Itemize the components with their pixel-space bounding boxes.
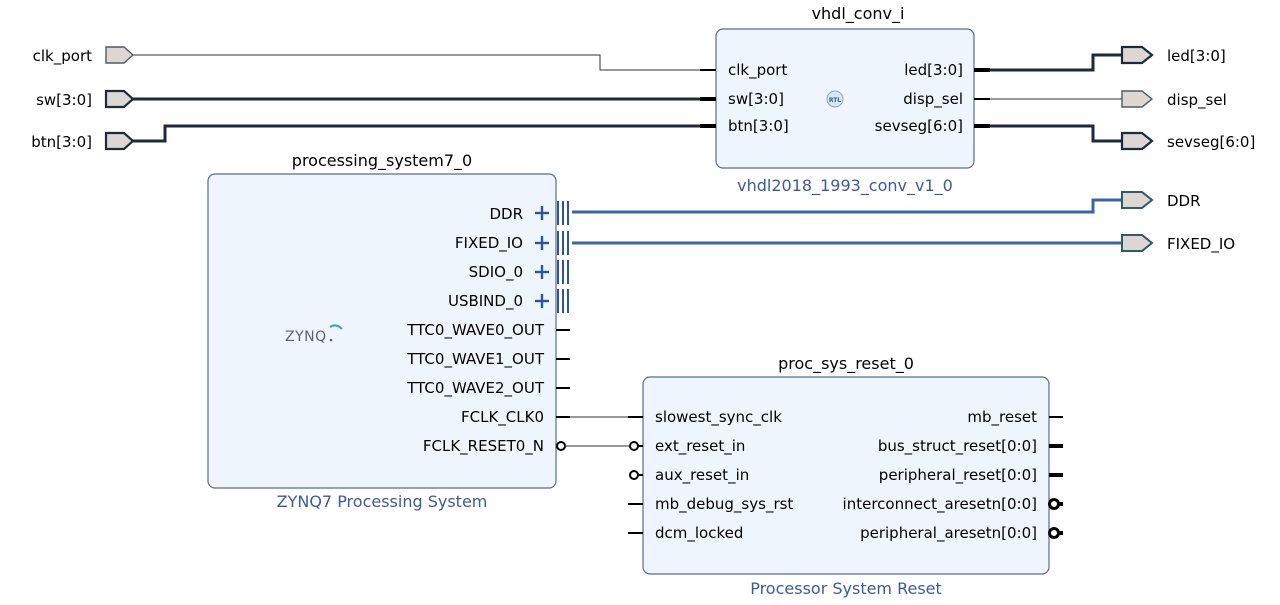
ps7-pin-label: SDIO_0: [469, 263, 523, 282]
input-port-sw[interactable]: [104, 89, 135, 109]
vhdl-out-label: led[3:0]: [904, 61, 963, 79]
external-outputs: led[3:0] disp_sel sevseg[6:0] DDR FIXED_…: [1120, 45, 1255, 254]
wire-clk-port[interactable]: [133, 54, 700, 71]
ps7-pin-label: USBIND_0: [448, 292, 523, 311]
output-port-ddr[interactable]: [1121, 191, 1154, 209]
ps7-pin-label: FIXED_IO: [455, 234, 523, 253]
ddr-port-label: DDR: [1167, 192, 1201, 210]
sevseg-label: sevseg[6:0]: [1167, 133, 1255, 151]
ps7-pin-label: DDR: [489, 205, 523, 223]
wire-led[interactable]: [990, 53, 1122, 72]
reset-in-label: aux_reset_in: [655, 466, 749, 485]
expand-plus-icon[interactable]: [535, 265, 549, 279]
rtl-badge-text: RTL: [829, 97, 841, 104]
wire-sevseg[interactable]: [990, 124, 1122, 143]
wire-btn[interactable]: [133, 124, 700, 143]
vhdl-conv-block[interactable]: vhdl_conv_i vhdl2018_1993_conv_v1_0 clk_…: [700, 4, 990, 196]
output-port-disp-sel[interactable]: [1121, 90, 1154, 108]
expand-plus-icon[interactable]: [535, 294, 549, 308]
reset-out-label: peripheral_aresetn[0:0]: [860, 524, 1037, 543]
sw-label: sw[3:0]: [36, 91, 92, 109]
ps7-ddr-interface[interactable]: DDR: [489, 201, 569, 225]
vhdl-in-label: clk_port: [728, 61, 787, 80]
ps7-pin-label: TTC0_WAVE1_OUT: [406, 350, 545, 369]
ps7-pin-label: FCLK_RESET0_N: [423, 437, 544, 456]
ps7-pin-label: TTC0_WAVE2_OUT: [406, 379, 545, 398]
reset-out-label: bus_struct_reset[0:0]: [878, 437, 1037, 456]
output-port-fixed-io[interactable]: [1121, 234, 1154, 252]
zynq-logo-text: ZYNQ: [285, 329, 327, 345]
rtl-badge-icon: RTL: [826, 90, 844, 108]
reset-in-label: ext_reset_in: [655, 437, 745, 456]
vhdl-in-label: btn[3:0]: [728, 117, 789, 135]
reset-ip-name: Processor System Reset: [750, 579, 942, 598]
pin-fclk-reset0-n[interactable]: [556, 441, 566, 451]
ps7-fixed-io-interface[interactable]: FIXED_IO: [455, 231, 569, 255]
external-inputs: clk_port sw[3:0] btn[3:0]: [31, 46, 135, 151]
vhdl-conv-instance-name: vhdl_conv_i: [812, 4, 905, 24]
output-port-led[interactable]: [1120, 45, 1154, 65]
ps7-block[interactable]: processing_system7_0 ZYNQ7 Processing Sy…: [207, 151, 570, 511]
ps7-usbind-interface[interactable]: USBIND_0: [448, 289, 569, 313]
reset-out-label: mb_reset: [967, 408, 1037, 427]
ps7-pin-label: FCLK_CLK0: [461, 408, 544, 427]
reset-in-label: mb_debug_sys_rst: [655, 495, 793, 514]
vhdl-out-label: disp_sel: [903, 90, 963, 109]
reset-block[interactable]: proc_sys_reset_0 Processor System Reset …: [628, 354, 1063, 598]
pin-aux-reset-in[interactable]: [629, 470, 639, 480]
reset-in-label: slowest_sync_clk: [655, 408, 782, 427]
vhdl-in-label: sw[3:0]: [728, 90, 784, 108]
clk-port-label: clk_port: [33, 47, 92, 66]
ps7-sdio-interface[interactable]: SDIO_0: [469, 260, 569, 284]
output-port-sevseg[interactable]: [1120, 131, 1154, 151]
vhdl-conv-ip-name: vhdl2018_1993_conv_v1_0: [737, 176, 953, 196]
wires: [133, 53, 1122, 447]
wire-ddr[interactable]: [572, 198, 1122, 214]
pin-peripheral-aresetn[interactable]: [1048, 527, 1060, 539]
reset-in-label: dcm_locked: [655, 524, 743, 543]
ps7-pin-label: TTC0_WAVE0_OUT: [406, 321, 545, 340]
reset-instance-name: proc_sys_reset_0: [778, 354, 914, 374]
ps7-instance-name: processing_system7_0: [292, 151, 472, 171]
expand-plus-icon[interactable]: [535, 236, 549, 250]
btn-label: btn[3:0]: [31, 133, 92, 151]
vhdl-out-label: sevseg[6:0]: [875, 117, 963, 135]
input-port-clk-port[interactable]: [105, 46, 135, 64]
zynq-logo: ZYNQ: [285, 324, 343, 345]
disp-sel-label: disp_sel: [1167, 91, 1227, 110]
pin-interconnect-aresetn[interactable]: [1048, 498, 1060, 510]
reset-out-label: interconnect_aresetn[0:0]: [843, 495, 1037, 514]
led-label: led[3:0]: [1167, 47, 1226, 65]
ps7-ip-name: ZYNQ7 Processing System: [277, 492, 488, 511]
expand-plus-icon[interactable]: [535, 206, 549, 220]
reset-out-label: peripheral_reset[0:0]: [879, 466, 1037, 485]
input-port-btn[interactable]: [104, 131, 135, 151]
pin-ext-reset-in[interactable]: [629, 441, 639, 451]
fixed-io-port-label: FIXED_IO: [1167, 235, 1235, 254]
